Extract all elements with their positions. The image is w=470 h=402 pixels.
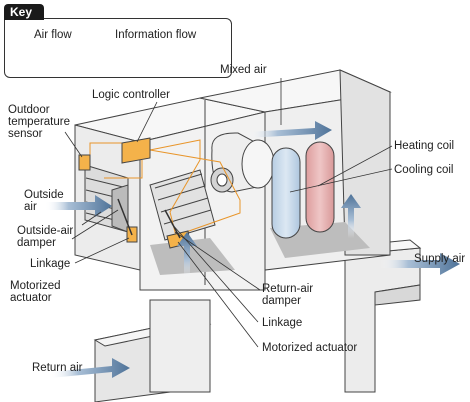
supply-fan	[210, 132, 275, 193]
linkage-rod	[117, 198, 133, 236]
key-air-flow-label: Air flow	[34, 29, 72, 41]
air-flow-arrow-mixed	[248, 121, 332, 140]
label-outside-air-damper: Outside-air damper	[17, 225, 74, 249]
leader-lines	[64, 78, 393, 348]
key-panel	[4, 18, 232, 78]
label-mixed-air: Mixed air	[220, 64, 267, 76]
air-flow-arrow-outside	[45, 195, 112, 217]
key-title: Key	[4, 4, 44, 20]
label-return-air: Return air	[32, 362, 83, 374]
label-outdoor-temperature-sensor: Outdoor temperature sensor	[8, 104, 71, 140]
label-linkage-bottom: Linkage	[262, 317, 303, 329]
label-outside-air: Outside air	[24, 189, 64, 213]
logic-controller	[121, 137, 151, 164]
label-return-air-damper: Return-air damper	[262, 283, 314, 307]
return-air-duct	[93, 299, 212, 402]
label-logic-controller: Logic controller	[92, 89, 170, 101]
return-air-damper	[149, 169, 216, 241]
cooling-coil	[271, 147, 301, 239]
label-linkage-left: Linkage	[30, 258, 71, 270]
air-flow-arrow-supply	[380, 253, 460, 275]
air-flow-arrow-up-coil	[341, 194, 361, 238]
label-motorized-actuator-left: Motorized actuator	[10, 280, 61, 304]
outdoor-temperature-sensor	[78, 154, 91, 171]
heating-coil	[305, 141, 335, 233]
key-information-flow-label: Information flow	[115, 29, 197, 41]
air-flow-arrow-return	[50, 358, 130, 378]
label-heating-coil: Heating coil	[394, 140, 455, 152]
label-cooling-coil: Cooling coil	[394, 164, 454, 176]
air-flow-arrows	[45, 121, 460, 378]
label-supply-air: Supply air	[414, 253, 466, 265]
label-motorized-actuator-bottom: Motorized actuator	[262, 342, 358, 354]
